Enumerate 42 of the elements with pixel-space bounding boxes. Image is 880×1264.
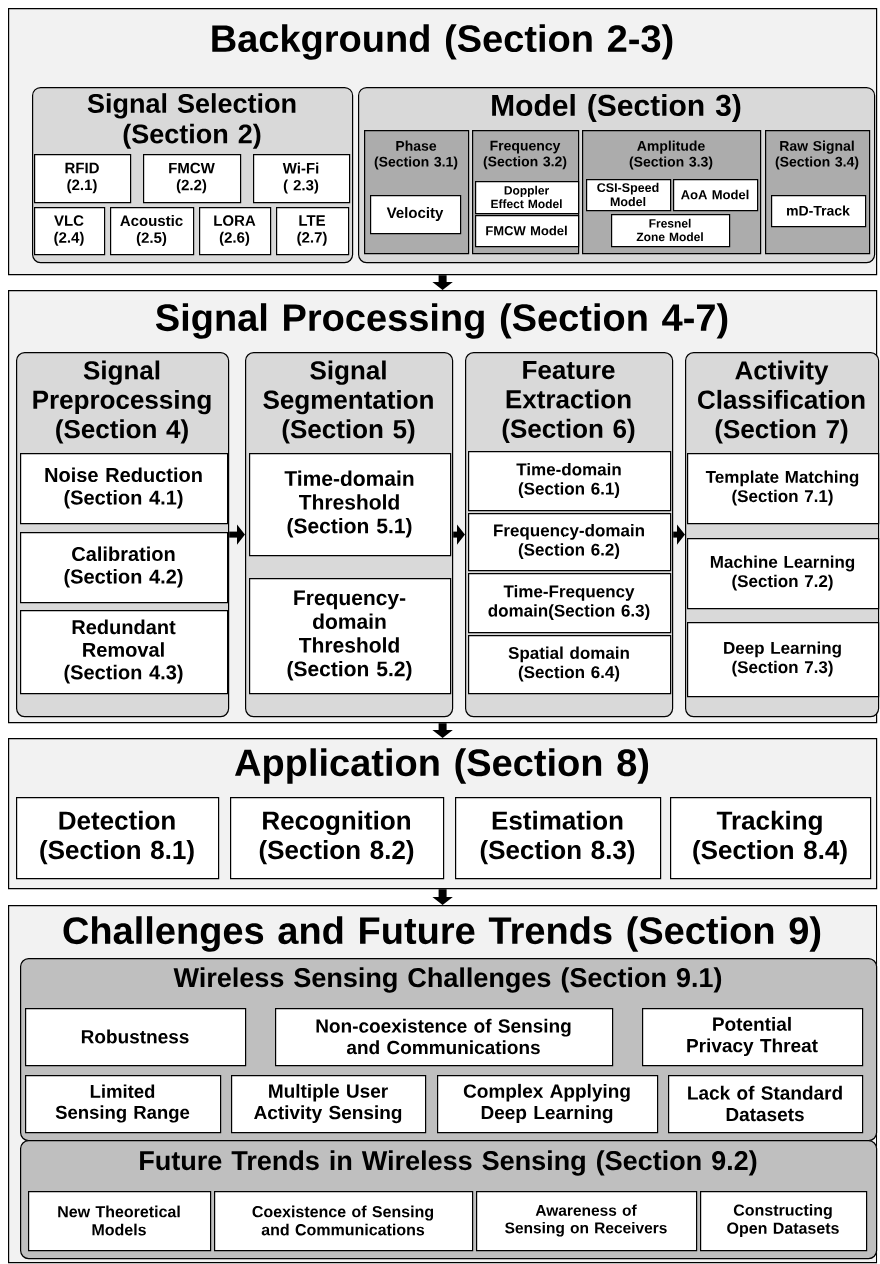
item-box: Acoustic (2.5) (110, 207, 195, 256)
item-box: Deep Learning (Section 7.3) (687, 622, 880, 698)
item-box: Doppler Effect Model (475, 181, 580, 215)
item-box: FMCW Model (475, 215, 580, 248)
item-box: mD-Track (771, 195, 867, 228)
item-box: Template Matching (Section 7.1) (687, 453, 880, 525)
item-box: Recognition (Section 8.2) (230, 797, 445, 880)
item-box: Complex Applying Deep Learning (437, 1075, 659, 1134)
item-box: Estimation (Section 8.3) (455, 797, 662, 880)
item-box: Redundant Removal (Section 4.3) (20, 610, 229, 695)
item-box: RFID (2.1) (34, 154, 132, 204)
item-box: FMCW (2.2) (143, 154, 242, 204)
item-box: VLC (2.4) (34, 207, 106, 256)
node-label: Wireless Sensing Challenges (Section 9.1) (173, 967, 722, 993)
item-box: LTE (2.7) (276, 207, 350, 256)
item-box: Fresnel Zone Model (611, 214, 731, 248)
item-box: Frequency-domain (Section 6.2) (468, 513, 672, 572)
item-box: LORA (2.6) (199, 207, 272, 256)
item-box: Noise Reduction (Section 4.1) (20, 453, 229, 525)
item-box: Potential Privacy Threat (642, 1008, 864, 1067)
item-box: Time-domain Threshold (Section 5.1) (249, 453, 452, 557)
item-box: Velocity (370, 195, 462, 235)
item-box: Non-coexistence of Sensing and Communications (275, 1008, 614, 1067)
item-box: Multiple User Activity Sensing (231, 1075, 427, 1134)
item-box: Spatial domain (Section 6.4) (468, 635, 672, 695)
item-box: Lack of Standard Datasets (668, 1075, 864, 1134)
item-box: Frequency-domain Threshold (Section 5.2) (249, 578, 452, 695)
item-box: Detection (Section 8.1) (16, 797, 220, 880)
item-box: New Theoretical Models (28, 1191, 212, 1252)
item-box: CSI-Speed Model (586, 179, 672, 212)
item-box: Time-domain (Section 6.1) (468, 451, 672, 512)
item-box: Robustness (25, 1008, 247, 1067)
item-box: Tracking (Section 8.4) (670, 797, 872, 880)
item-box: Calibration (Section 4.2) (20, 532, 229, 604)
item-box: Awareness of Sensing on Receivers (476, 1191, 698, 1252)
item-box: Machine Learning (Section 7.2) (687, 538, 880, 610)
item-box: Time-Frequency domain(Section 6.3) (468, 573, 672, 634)
item-box: AoA Model (673, 179, 759, 212)
item-box: Coexistence of Sensing and Communications (214, 1191, 474, 1252)
item-box: Constructing Open Datasets (700, 1191, 868, 1252)
item-box: Wi-Fi ( 2.3) (253, 154, 351, 204)
item-box: Limited Sensing Range (25, 1075, 222, 1134)
